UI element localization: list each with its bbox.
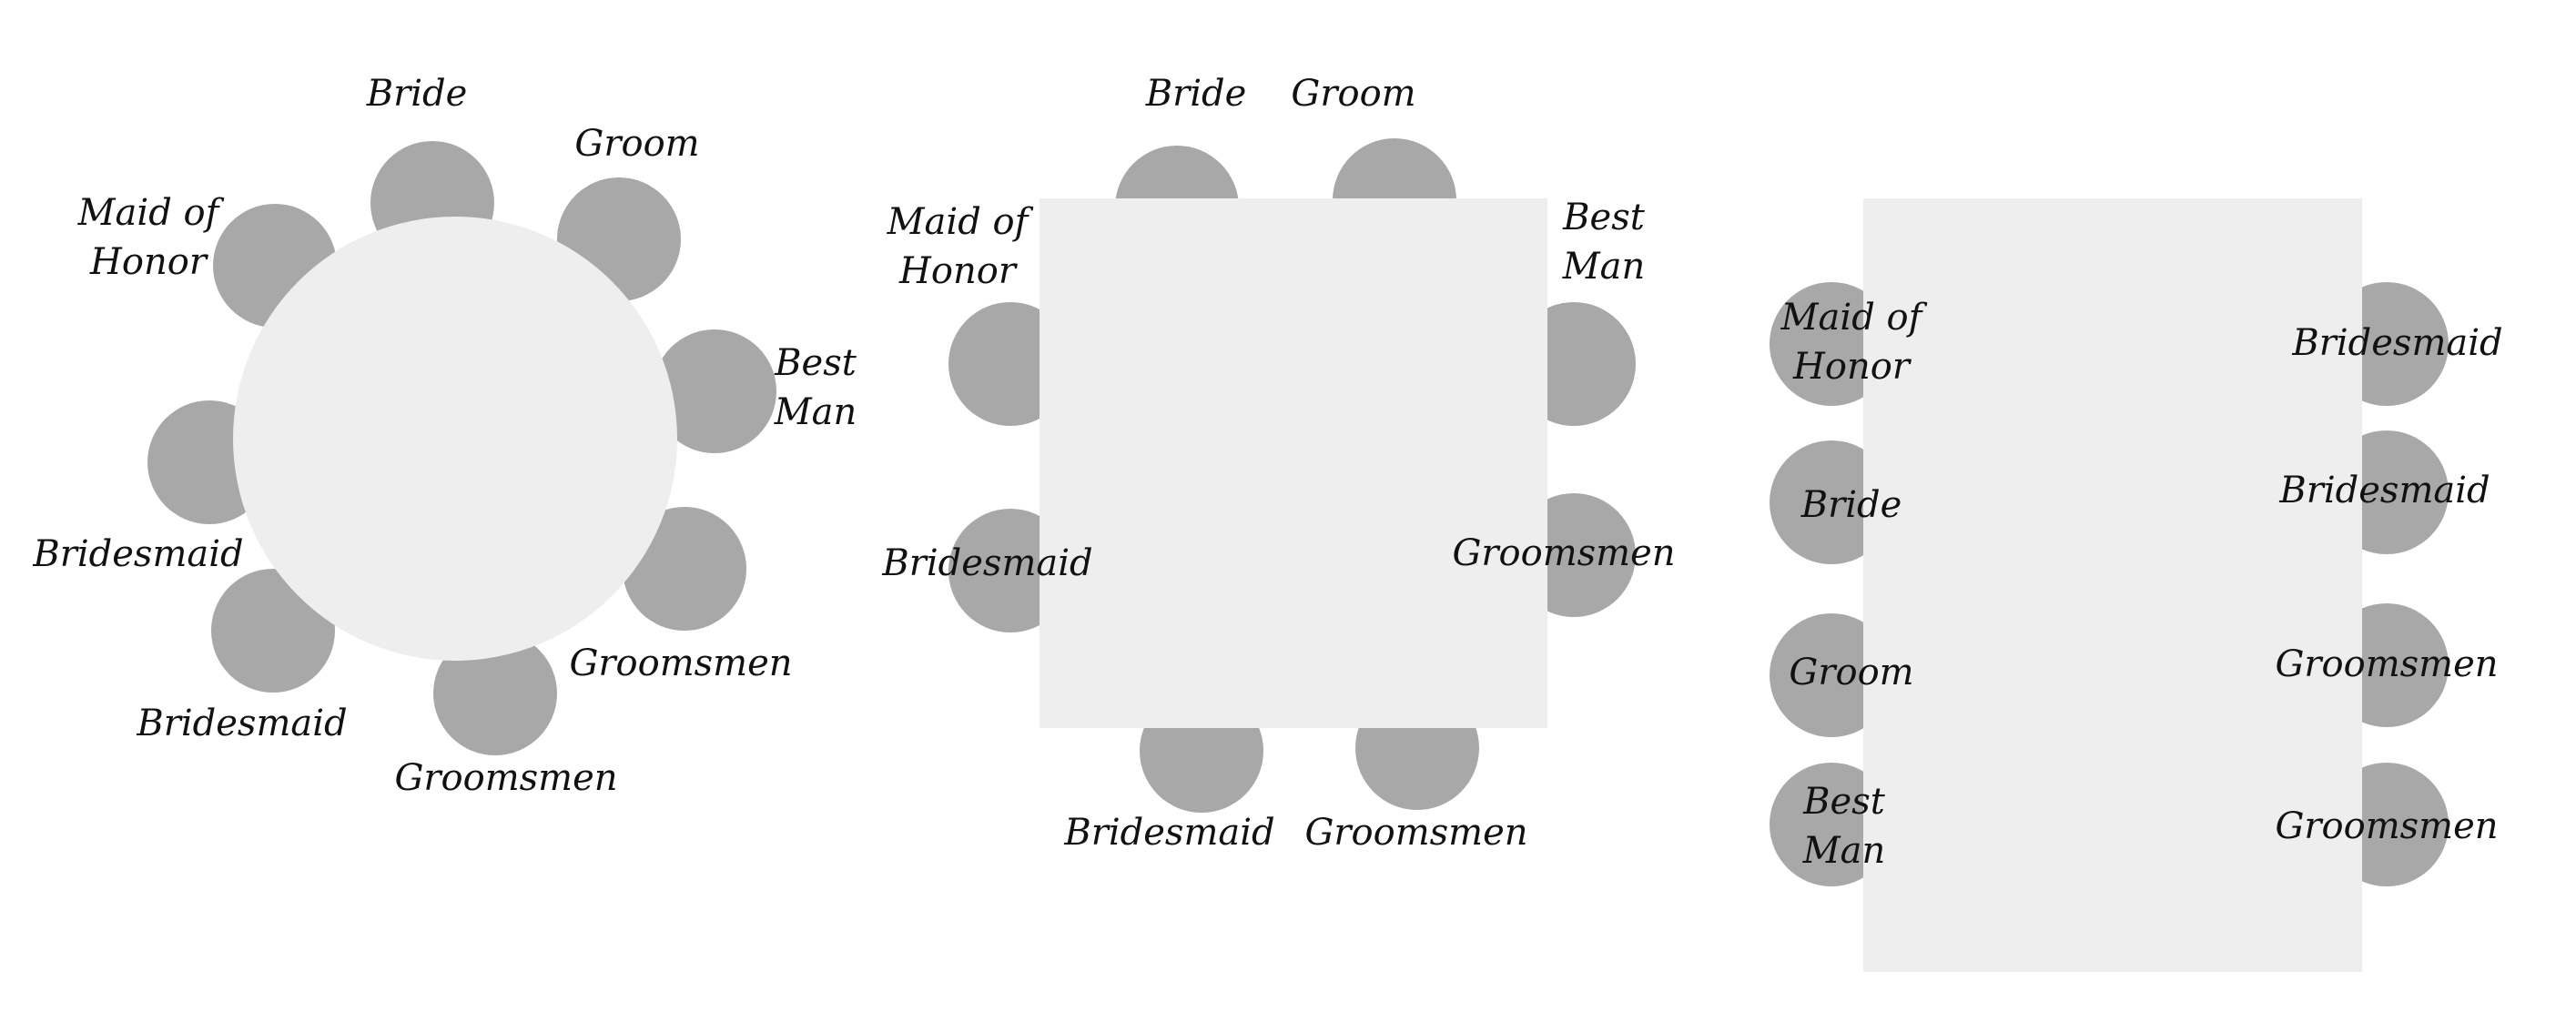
round-label-groomsmen-1: Groomsmen xyxy=(569,642,792,684)
rect-label-bridesmaid-1: Bridesmaid xyxy=(2291,322,2502,364)
square-label-groomsmen-1: Groomsmen xyxy=(1452,532,1675,574)
rect-seat-groom xyxy=(1770,613,1893,737)
square-label-bridesmaid-2: Bridesmaid xyxy=(881,542,1092,584)
rect-label-groomsmen-1: Groomsmen xyxy=(2275,643,2498,685)
rect-label-groom: Groom xyxy=(1789,652,1913,693)
rect-seat-bride xyxy=(1770,440,1893,564)
square-label-bridesmaid-1: Bridesmaid xyxy=(1063,812,1274,854)
square-label-groomsmen-2: Groomsmen xyxy=(1304,812,1527,854)
round-label-bride: Bride xyxy=(366,73,468,115)
round-seat-best-man xyxy=(653,329,776,453)
round-seat-groomsmen-2 xyxy=(433,632,557,755)
rect-seat-best-man xyxy=(1770,763,1893,886)
square-label-groom: Groom xyxy=(1291,73,1415,115)
rect-table xyxy=(1863,198,2362,972)
square-table xyxy=(1040,198,1547,728)
rect-label-bride: Bride xyxy=(1800,484,1902,526)
rect-seat-maid-of-honor xyxy=(1770,282,1893,406)
rect-label-bridesmaid-2: Bridesmaid xyxy=(2278,470,2490,511)
round-label-bridesmaid-1: Bridesmaid xyxy=(136,703,347,744)
round-table xyxy=(233,217,677,661)
rect-label-groomsmen-2: Groomsmen xyxy=(2275,805,2498,847)
round-label-groomsmen-2: Groomsmen xyxy=(394,757,617,799)
round-label-groom: Groom xyxy=(574,123,699,165)
round-label-bridesmaid-2: Bridesmaid xyxy=(32,533,243,575)
square-label-bride: Bride xyxy=(1145,73,1247,115)
